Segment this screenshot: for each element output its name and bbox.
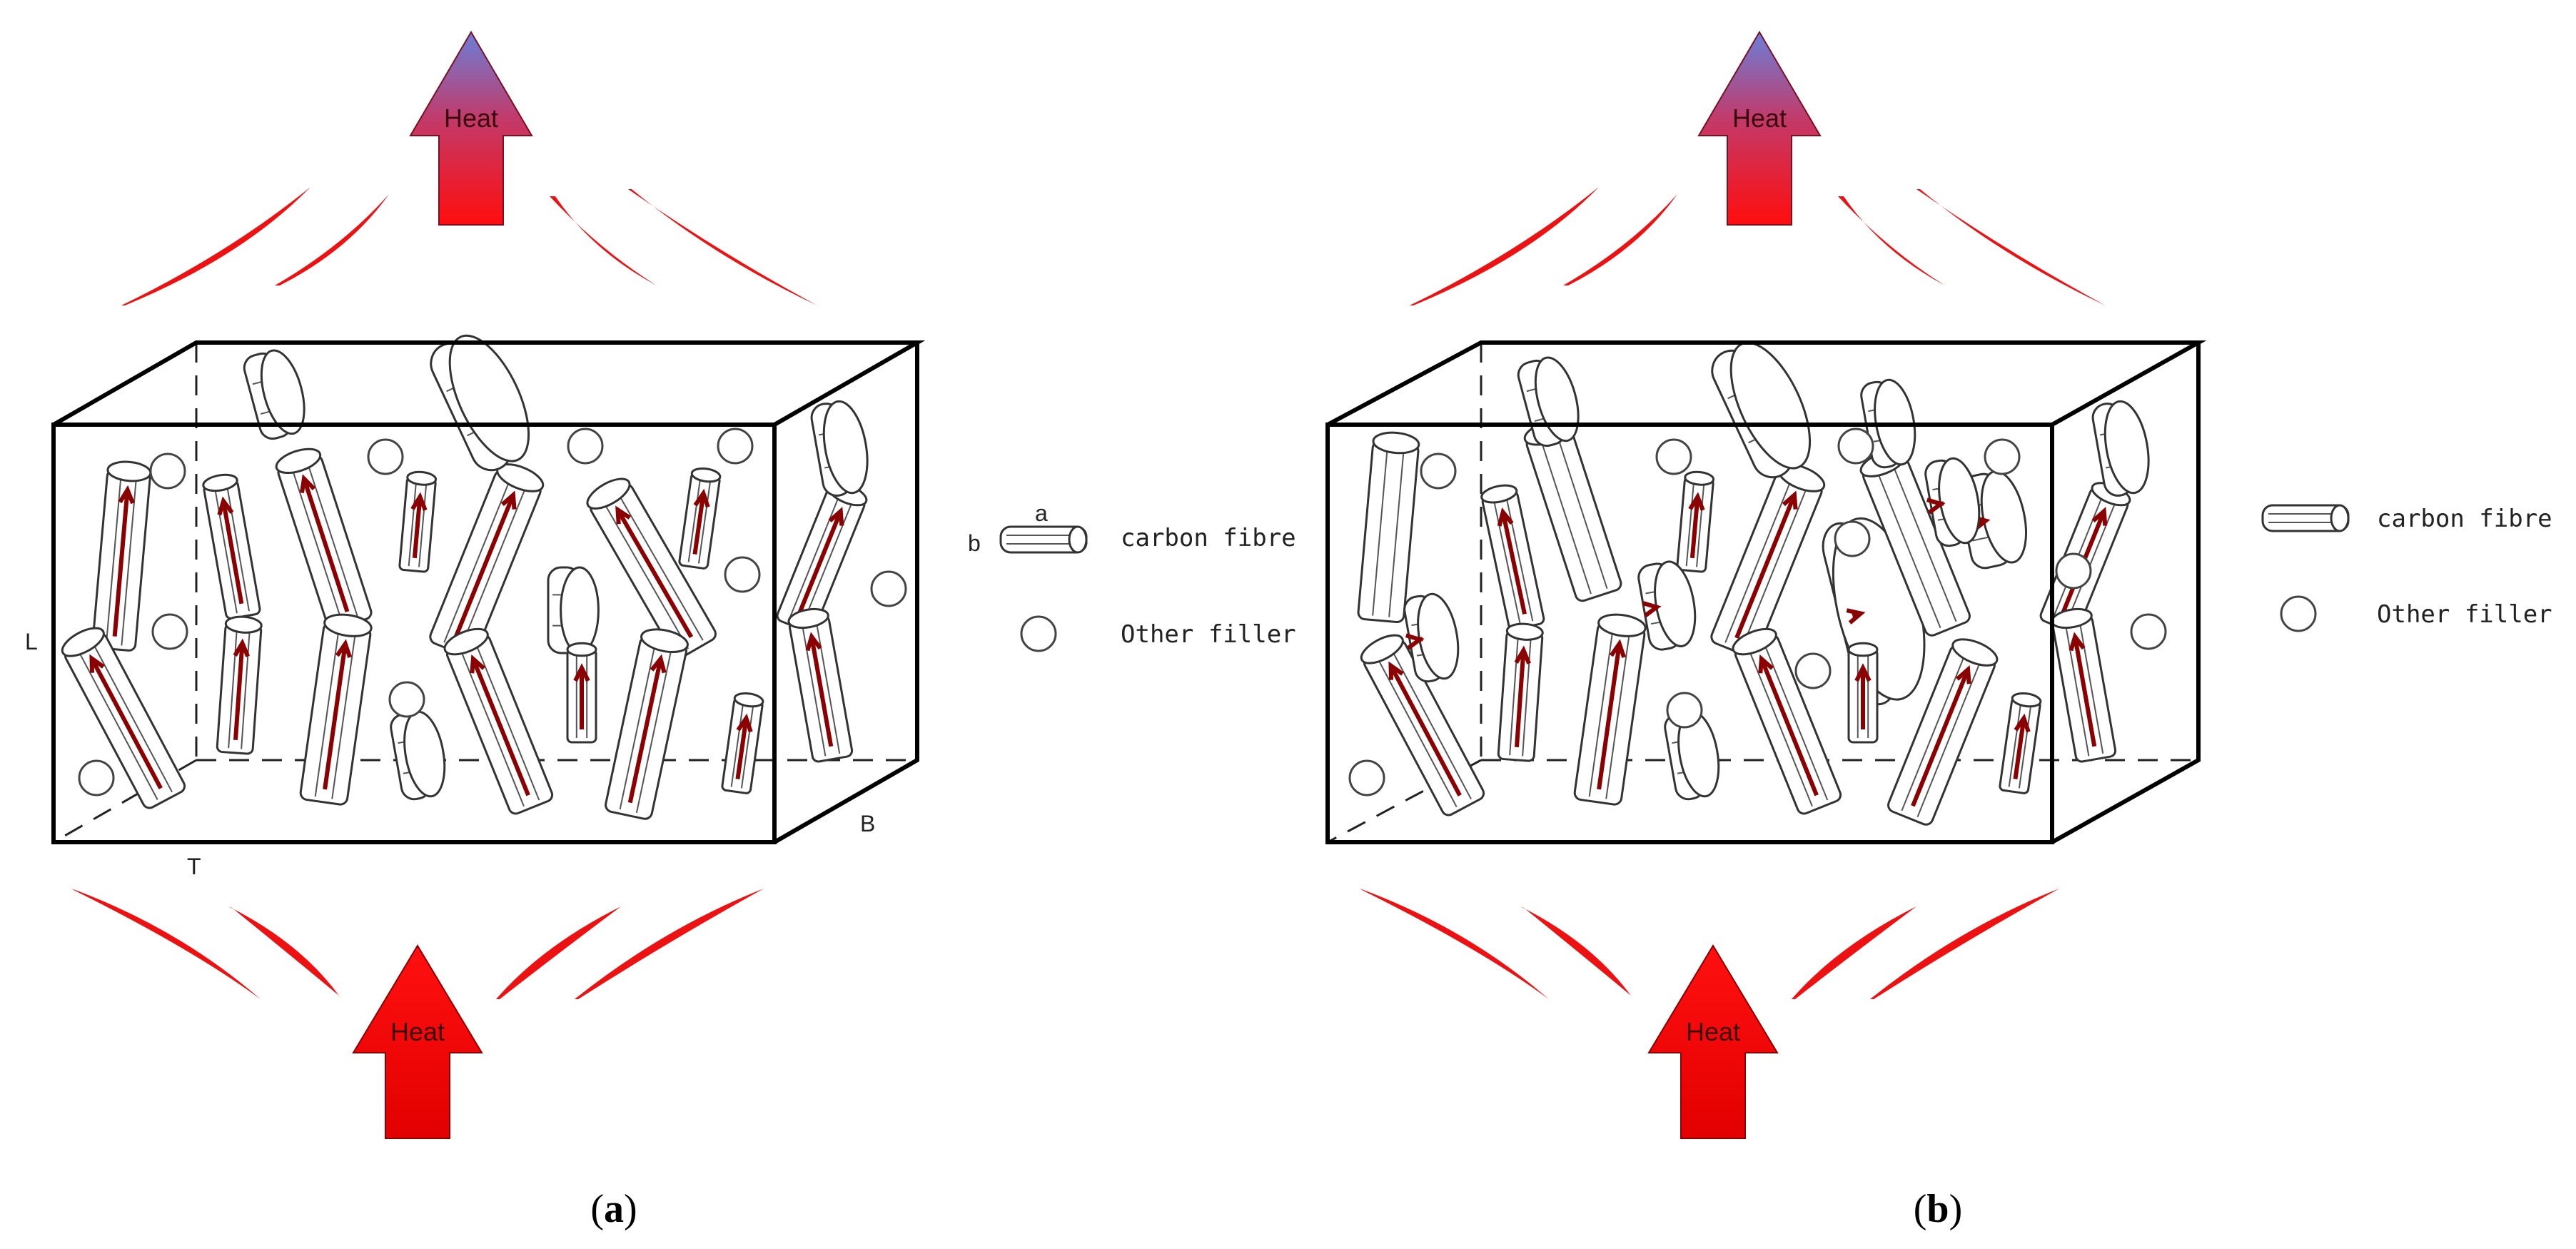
carbon-fibre [1924,457,1981,547]
filler-particle [1666,692,1703,729]
filler-particle [567,428,604,465]
heat-arrow-in-bottom-a: Heat [352,944,483,1139]
carbon-fibre [566,642,597,744]
filler-particle [149,452,186,490]
filler-particle [78,759,115,797]
other-fillers-b [1348,428,2167,797]
filler-particle [870,570,907,607]
legend-carbon-fibre-label-b: carbon fibre [2377,505,2552,533]
carbon-fibre [1676,470,1715,573]
legend-filler-swatch-a [1020,615,1057,652]
legend-filler-swatch-b [2280,595,2317,632]
carbon-fibre [1480,484,1545,631]
carbon-fibre [1357,431,1420,624]
carbon-fibre [678,467,722,570]
box-visible-edges-a [51,340,926,844]
dimension-label-thickness: T [187,854,201,879]
carbon-fibre [1517,356,1580,447]
carbon-fibre [1403,592,1460,683]
carbon-fibre [2051,607,2117,763]
carbon-fibre [1732,627,1842,815]
filler-particle [2055,552,2092,590]
filler-particle [1834,520,1871,557]
box-hidden-edges-a [53,343,917,844]
carbon-fibres-b [1357,341,2150,826]
panel-a-composite-diagram: Heat L T B [25,31,926,1139]
carbon-fibre [398,470,438,573]
carbon-fibre [443,627,554,815]
heat-flow-swooshes-bottom-a [71,889,764,999]
filler-particle [1655,438,1692,475]
caption-b: (b) [1914,1187,1962,1231]
carbon-fibre [202,473,261,620]
carbon-fibre [275,447,373,631]
heat-arrow-out-top-b: Heat [1697,31,1822,226]
carbon-fibre [429,463,545,658]
carbon-fibre [390,710,446,801]
carbon-fibre [547,566,600,654]
heat-arrow-in-bottom-b: Heat [1647,944,1779,1139]
heat-flow-swooshes-top-b [1410,187,2106,305]
carbon-fibre [810,400,869,497]
carbon-fibre [1887,638,1999,826]
filler-particle [2130,613,2167,650]
filler-particle [367,438,404,475]
carbon-fibre [91,460,152,652]
carbon-fibre [2091,400,2150,497]
carbon-fibre [1999,692,2042,794]
filler-particle [1348,759,1385,797]
carbon-fibre [216,615,263,755]
legend-b: carbon fibre Other filler [2261,504,2552,632]
legend-carbon-fibre-label-a: carbon fibre [1121,524,1296,552]
heat-flow-swooshes-top-a [121,187,817,305]
panel-b-composite-diagram: Heat Heat [1325,31,2207,1139]
legend-fibre-dimension-b: b [968,530,981,556]
carbon-fibre [1523,419,1622,602]
box-visible-edges-b [1325,340,2207,844]
heat-flow-swooshes-bottom-b [1360,889,2059,999]
filler-particle [724,556,761,593]
caption-a: (a) [590,1187,637,1231]
carbon-fibre [61,627,186,809]
filler-particle [1984,438,2021,475]
filler-particle [1420,452,1457,490]
dimension-label-length: L [25,629,38,654]
carbon-fibres-a [61,334,869,820]
carbon-fibre [776,482,868,634]
filler-particle [388,681,425,718]
heat-label-top-b: Heat [1732,103,1787,133]
heat-label-top-a: Heat [444,103,498,133]
filler-particle [1794,652,1832,689]
carbon-fibre [1497,622,1544,762]
heat-arrow-out-top-a: Heat [409,31,533,226]
carbon-fibre [787,607,854,763]
carbon-fibre [721,692,764,794]
filler-particle [151,613,188,650]
carbon-fibre [1360,634,1485,816]
carbon-fibre [1664,710,1720,801]
carbon-fibre [1711,341,1812,479]
carbon-fibre [586,477,717,659]
filler-particle [717,428,754,465]
carbon-fibre [1847,642,1879,744]
dimension-label-breadth: B [860,811,875,836]
carbon-fibre [1637,560,1697,651]
carbon-fibre [605,628,689,820]
legend-other-filler-label-b: Other filler [2377,600,2552,629]
carbon-fibre [243,349,305,440]
filler-particle [1837,428,1874,465]
legend-fibre-swatch-a [999,525,1088,554]
carbon-fibre [1573,613,1647,806]
legend-fibre-swatch-b [2261,504,2350,532]
carbon-fibre [299,613,373,806]
carbon-fibre [430,334,530,472]
heat-label-bottom-a: Heat [390,1017,445,1046]
legend-a: a b carbon fibre Other filler [968,500,1296,652]
other-fillers-a [78,428,907,797]
legend-fibre-dimension-a: a [1035,500,1048,526]
carbon-fibre [1710,463,1826,658]
legend-other-filler-label-a: Other filler [1121,620,1296,649]
heat-label-bottom-b: Heat [1686,1017,1740,1046]
